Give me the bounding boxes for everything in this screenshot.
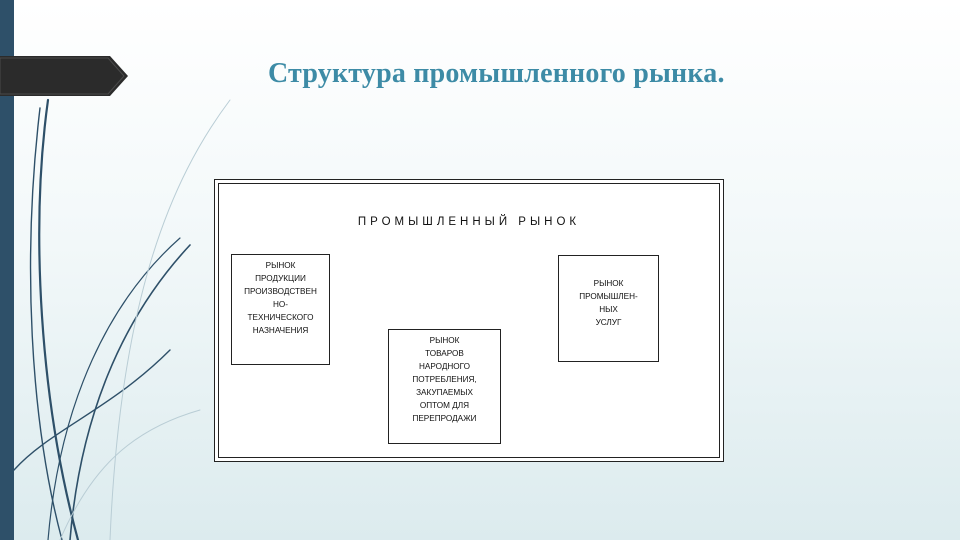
box-line: УСЛУГ [559,316,658,329]
title-arrow-shape [0,56,128,96]
diagram-inner-border: ПРОМЫШЛЕННЫЙ РЫНОК РЫНОК ПРОДУКЦИИ ПРОИЗ… [218,183,720,458]
box-line: ПОТРЕБЛЕНИЯ, [389,373,500,386]
box-line: НО- [232,298,329,311]
box-line: ПРОИЗВОДСТВЕН [232,285,329,298]
box-industrial-services-market: РЫНОК ПРОМЫШЛЕН- НЫХ УСЛУГ [558,255,659,362]
box-line: ПРОДУКЦИИ [232,272,329,285]
box-line: ПЕРЕПРОДАЖИ [389,412,500,425]
diagram-heading: ПРОМЫШЛЕННЫЙ РЫНОК [219,216,719,228]
slide-title: Структура промышленного рынка. [268,58,725,90]
box-line: ОПТОМ ДЛЯ [389,399,500,412]
box-line: ТОВАРОВ [389,347,500,360]
box-line: ЗАКУПАЕМЫХ [389,386,500,399]
box-line: РЫНОК [389,334,500,347]
box-line: ПРОМЫШЛЕН- [559,290,658,303]
box-line: ТЕХНИЧЕСКОГО [232,311,329,324]
box-line: НЫХ [559,303,658,316]
box-line: НАРОДНОГО [389,360,500,373]
industrial-market-diagram: ПРОМЫШЛЕННЫЙ РЫНОК РЫНОК ПРОДУКЦИИ ПРОИЗ… [214,179,724,462]
box-industrial-technical-products-market: РЫНОК ПРОДУКЦИИ ПРОИЗВОДСТВЕН НО- ТЕХНИЧ… [231,254,330,365]
box-consumer-goods-wholesale-market: РЫНОК ТОВАРОВ НАРОДНОГО ПОТРЕБЛЕНИЯ, ЗАК… [388,329,501,444]
box-line: РЫНОК [232,259,329,272]
box-line: РЫНОК [559,277,658,290]
box-line: НАЗНАЧЕНИЯ [232,324,329,337]
